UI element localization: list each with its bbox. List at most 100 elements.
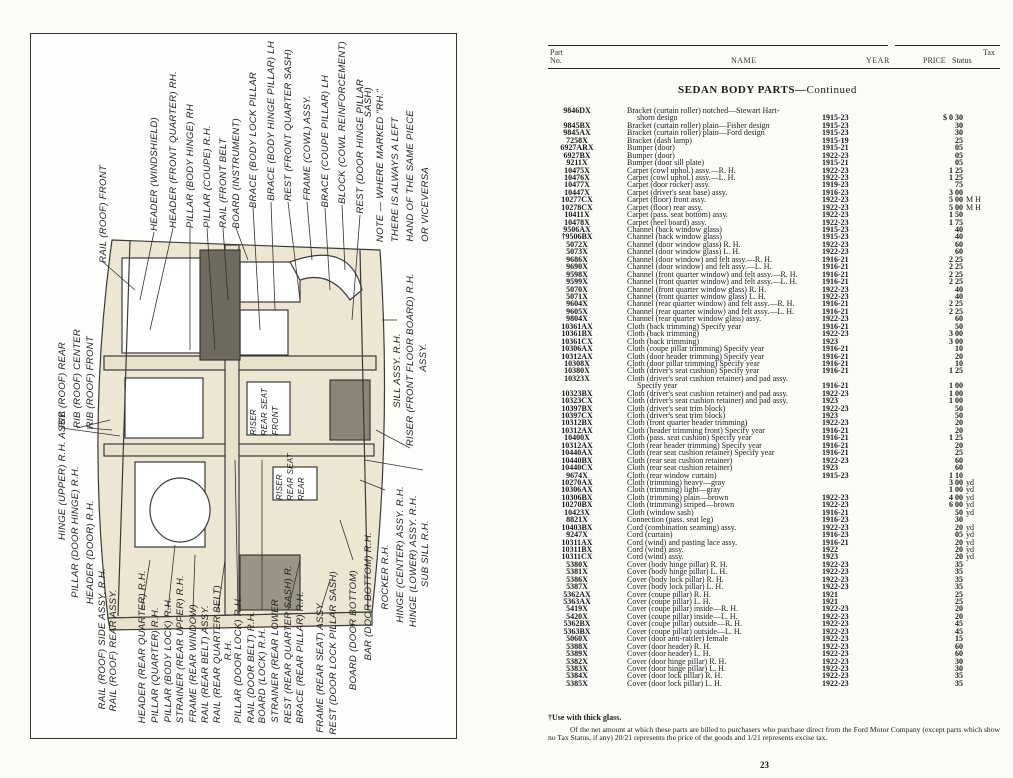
part-price: 25	[955, 597, 963, 607]
part-year: 1919-23	[822, 180, 849, 190]
diagram-label: PILLAR (DOOR HINGE) R.H.	[70, 466, 81, 598]
part-price: 30	[955, 656, 963, 666]
part-number: 10380X	[564, 366, 590, 376]
part-year: 1922-23	[822, 500, 849, 510]
diagram-label: NOTE — WHERE MARKED "RH."	[375, 88, 386, 242]
col-header-name: NAME	[731, 56, 757, 65]
diagram-label: BOARD (LOCK) R.H.	[257, 627, 268, 723]
part-price: 45	[955, 619, 963, 629]
part-year: 1915-23	[822, 232, 849, 242]
footnote: †Use with thick glass.	[548, 713, 622, 722]
part-name: Channel (door window glass) R. H.	[627, 239, 741, 249]
diagram-label: BRACE (BODY LOCK PILLAR	[248, 71, 259, 208]
part-year: 1922-23	[822, 678, 849, 688]
part-number: 6927BX	[563, 150, 591, 160]
diagram-label: RAIL (REAR QUARTER BELT)	[212, 584, 223, 723]
part-number: 10400X	[564, 433, 590, 443]
part-number: 9247X	[566, 530, 588, 540]
part-name: Cover (coupe pillar) R. H.	[627, 589, 711, 599]
part-name: Cloth (header trimming front) Specify ye…	[627, 425, 765, 435]
diagram-label: HINGE (UPPER) R.H. ASSY.	[57, 409, 68, 540]
part-year: 1922-23	[822, 641, 849, 651]
part-price: 10	[955, 344, 963, 354]
price-unit: yd	[966, 507, 974, 517]
part-name: Cover (body lock pillar) R. H.	[627, 574, 724, 584]
diagram-label: REAR SEAT	[286, 452, 295, 500]
part-number: 7258X	[566, 135, 588, 145]
diagram-label: FRONT	[271, 405, 280, 435]
part-price: 20	[955, 544, 963, 554]
diagram-label: BOARD (INSTRUMENT)	[231, 117, 242, 228]
part-name: Cord (combination seaming) assy.	[627, 522, 737, 532]
part-number: 10440BX	[561, 455, 593, 465]
part-year: 1922-23	[822, 574, 849, 584]
part-name: Cover (body hinge pillar) L. H.	[627, 567, 728, 577]
diagram-label: BLOCK (COWL REINFORCEMENT)	[337, 41, 348, 204]
part-name: Channel (back window glass)	[627, 225, 722, 235]
part-price: 1 00	[949, 485, 963, 495]
part-number: 5385X	[566, 678, 588, 688]
part-price: 1 25	[949, 366, 963, 376]
part-number: 10306BX	[561, 492, 593, 502]
part-name: Carpet (cowl uphol.) assy.—L. H.	[627, 172, 736, 182]
diagram-label: HEADER (WINDSHIELD)	[149, 117, 160, 231]
part-number: 5382X	[566, 656, 588, 666]
part-year: 1916-21	[822, 507, 849, 517]
part-price: 25	[955, 589, 963, 599]
price-unit: yd	[966, 492, 974, 502]
part-number: 9599X	[566, 277, 588, 287]
part-number: 10323CX	[561, 396, 593, 406]
part-price: 35	[955, 678, 963, 688]
part-price: 2 25	[949, 299, 963, 309]
part-number: 8821X	[566, 515, 588, 525]
part-number: 5362BX	[563, 619, 591, 629]
part-name: Cloth (rear seat cushion retainer)	[627, 463, 733, 473]
diagram-label: REST (REAR QUARTER SASH) R.	[283, 564, 294, 723]
part-price: $ 0 30	[943, 113, 963, 123]
part-name: Cover (door header) R. H.	[627, 641, 711, 651]
part-price: 3 00	[949, 478, 963, 487]
price-unit: yd	[966, 544, 974, 554]
price-unit: yd	[966, 530, 974, 540]
part-year: 1915-23	[822, 470, 849, 480]
part-name: Cloth (door header trimming) Specify yea…	[627, 351, 765, 361]
part-year: 1922-23	[822, 671, 849, 681]
part-number: 10323BX	[561, 388, 593, 398]
diagram-label: RISER (FRONT FLOOR BOARD) R.H.	[405, 272, 416, 446]
part-price: 4 00	[949, 492, 963, 502]
part-name: Cloth (coupe pillar trimming) Specify ye…	[627, 344, 765, 354]
part-name-continued: shorn design	[637, 113, 678, 123]
part-name: Bracket (curtain roller) plain—Ford desi…	[627, 128, 765, 138]
part-name: Cloth (back trimming) Specify year	[627, 321, 742, 331]
part-year: 1922-23	[822, 314, 849, 324]
diagram-label: RAIL (ROOF) REAR ASSY.	[108, 588, 119, 711]
part-name: Cloth (driver's seat cushion retainer) a…	[627, 396, 788, 406]
part-price: 20	[955, 440, 963, 450]
part-year: 1915-21	[822, 158, 849, 168]
diagram-label: HAND OF THE SAME PIECE	[405, 110, 416, 242]
diagram-label: PILLAR (BODY HINGE) RH	[185, 103, 196, 228]
part-name: Channel (back window glass)	[627, 232, 722, 242]
part-year: 1916-21	[822, 351, 849, 361]
diagram-label: FRAME (REAR SEAT) ASSY.	[315, 601, 326, 733]
part-price: 35	[955, 582, 963, 592]
part-number: 5420X	[566, 611, 588, 621]
part-year: 1922-23	[822, 656, 849, 666]
part-number: 10311CX	[561, 552, 593, 562]
part-number: †9506BX	[561, 232, 593, 242]
part-price: 1 10	[949, 470, 963, 480]
part-year: 1916-21	[822, 321, 849, 331]
part-name: Cloth (trimming) plain—brown	[627, 492, 729, 502]
part-year: 1922-23	[822, 664, 849, 673]
diagram-label: HEADER (DOOR) R.H.	[85, 499, 96, 604]
part-price: 50	[955, 507, 963, 517]
part-number: 9211X	[566, 158, 588, 168]
section-title: SEDAN BODY PARTS—Continued	[678, 84, 857, 96]
part-name: Carpet (floor) rear assy.	[627, 202, 703, 212]
part-number: 10270BX	[561, 500, 593, 510]
part-name: Carpet (door rocker) assy.	[627, 180, 711, 190]
part-name: Cord (wind) assy.	[627, 544, 684, 554]
diagram-label: RAIL (FRONT BELT	[218, 138, 229, 228]
diagram-label: SILL ASSY. R.H.	[392, 333, 403, 408]
part-name: Channel (rear quarter window) and felt a…	[627, 299, 795, 309]
